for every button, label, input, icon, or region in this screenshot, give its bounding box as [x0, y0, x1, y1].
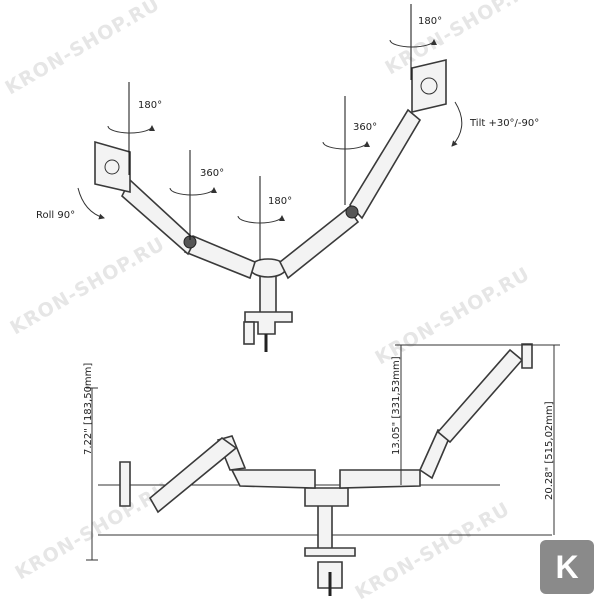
left-vesa-hole: [104, 159, 120, 175]
brand-logo: K: [540, 540, 594, 594]
right-joint: [345, 205, 359, 219]
roll-arrow: [77, 187, 105, 220]
top-view-arm: 180° 360° 180° 360° 180° Roll 90° Tilt +…: [36, 4, 539, 352]
watermark-text: KRON-SHOP.RU: [352, 498, 514, 600]
label-right-monitor-rotation: 180°: [418, 16, 442, 27]
watermark-text: KRON-SHOP.RU: [7, 233, 169, 339]
side-hub: [304, 487, 349, 507]
side-left-upper-arm: [148, 436, 238, 514]
side-view-arm: 7.22" [183,50mm] 13.05" [331,53mm] 20.28…: [83, 343, 560, 596]
side-clamp-top: [304, 547, 356, 557]
left-upper-arm: [121, 178, 196, 256]
right-vesa-plate: [411, 58, 447, 114]
tilt-arrow: [451, 101, 463, 147]
label-tilt: Tilt +30°/-90°: [469, 118, 539, 129]
logo-badge: [540, 540, 594, 594]
side-right-vesa: [521, 343, 533, 369]
rotation-arrow-left-joint: [169, 187, 217, 196]
right-vesa-hole: [420, 77, 438, 95]
watermark-text: KRON-SHOP.RU: [382, 0, 544, 79]
label-left-joint-rotation: 360°: [200, 168, 224, 179]
side-pole: [317, 504, 333, 551]
dim-mid-label: 13.05" [331,53mm]: [391, 356, 402, 455]
right-lower-arm: [278, 206, 360, 280]
rotation-arrow-left-monitor: [107, 125, 155, 134]
label-center-rotation: 180°: [268, 196, 292, 207]
dim-total-label: 20.28" [515,02mm]: [544, 401, 555, 500]
watermark-text: KRON-SHOP.RU: [12, 478, 174, 584]
label-roll: Roll 90°: [36, 210, 75, 221]
rotation-arrow-center: [237, 215, 285, 224]
dim-left-label: 7.22" [183,50mm]: [83, 363, 94, 455]
center-pole: [259, 271, 277, 319]
side-left-vesa: [119, 461, 131, 507]
side-right-lower-arm: [339, 469, 421, 489]
rotation-arrow-right-monitor: [389, 39, 437, 48]
label-right-joint-rotation: 360°: [353, 122, 377, 133]
watermark-text: KRON-SHOP.RU: [2, 0, 164, 99]
label-left-monitor-rotation: 180°: [138, 100, 162, 111]
clamp-plate: [243, 321, 255, 345]
side-right-upper-arm: [436, 348, 524, 444]
side-left-lower-arm: [230, 469, 316, 489]
rotation-arrow-right-joint: [322, 141, 370, 150]
left-vesa-plate: [94, 140, 131, 194]
logo-letter: K: [555, 549, 578, 585]
